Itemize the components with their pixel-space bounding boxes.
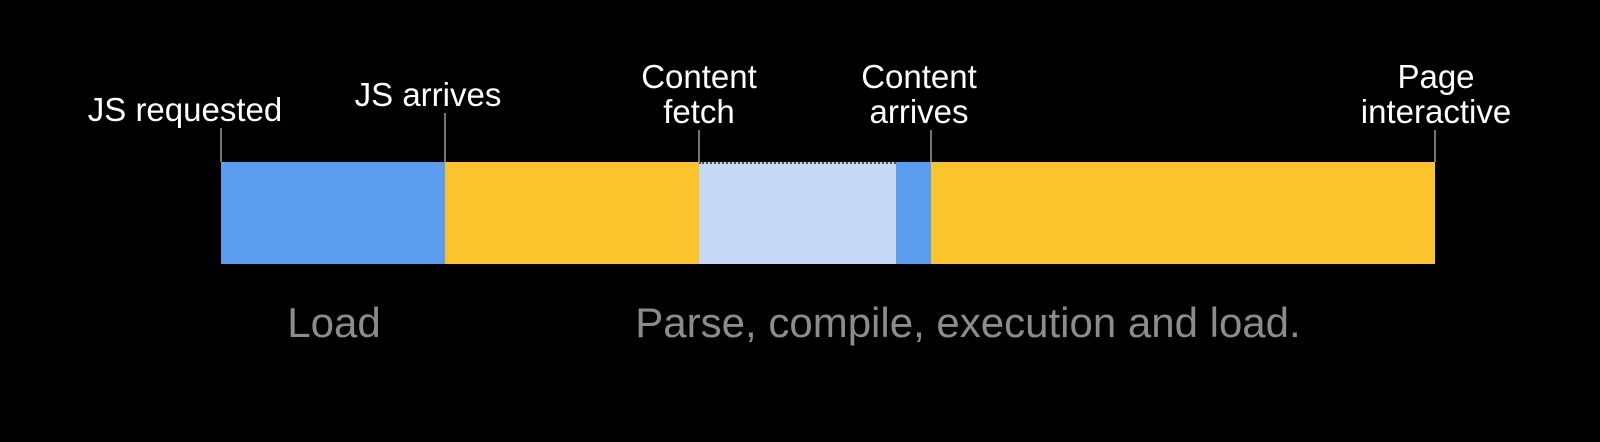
segment-parse-compile-2 (931, 162, 1435, 264)
milestone-label-line: arrives (869, 93, 969, 130)
caption-parse-compile-phase: Parse, compile, execution and load. (635, 299, 1301, 346)
milestone-label-line: interactive (1360, 93, 1512, 130)
tick-js-arrives (444, 113, 446, 162)
tick-js-requested (220, 128, 222, 162)
milestone-label-line: Page (1397, 58, 1475, 95)
segment-content-download (896, 162, 931, 264)
tick-content-arrives (930, 130, 932, 162)
milestone-label-js-requested: JS requested (88, 92, 282, 127)
milestone-label-line: Content (861, 58, 977, 95)
tick-content-fetch (698, 130, 700, 162)
caption-load-phase: Load (287, 299, 381, 346)
segment-content-fetch (699, 162, 896, 264)
segment-js-download (221, 162, 445, 264)
tick-page-interactive (1434, 130, 1436, 162)
segment-parse-compile-1 (445, 162, 699, 264)
milestone-label-line: fetch (663, 93, 735, 130)
milestone-label-js-arrives: JS arrives (355, 77, 502, 112)
milestone-label-line: JS arrives (354, 76, 502, 113)
milestone-label-line: JS requested (87, 91, 283, 128)
milestone-label-line: Content (641, 58, 757, 95)
